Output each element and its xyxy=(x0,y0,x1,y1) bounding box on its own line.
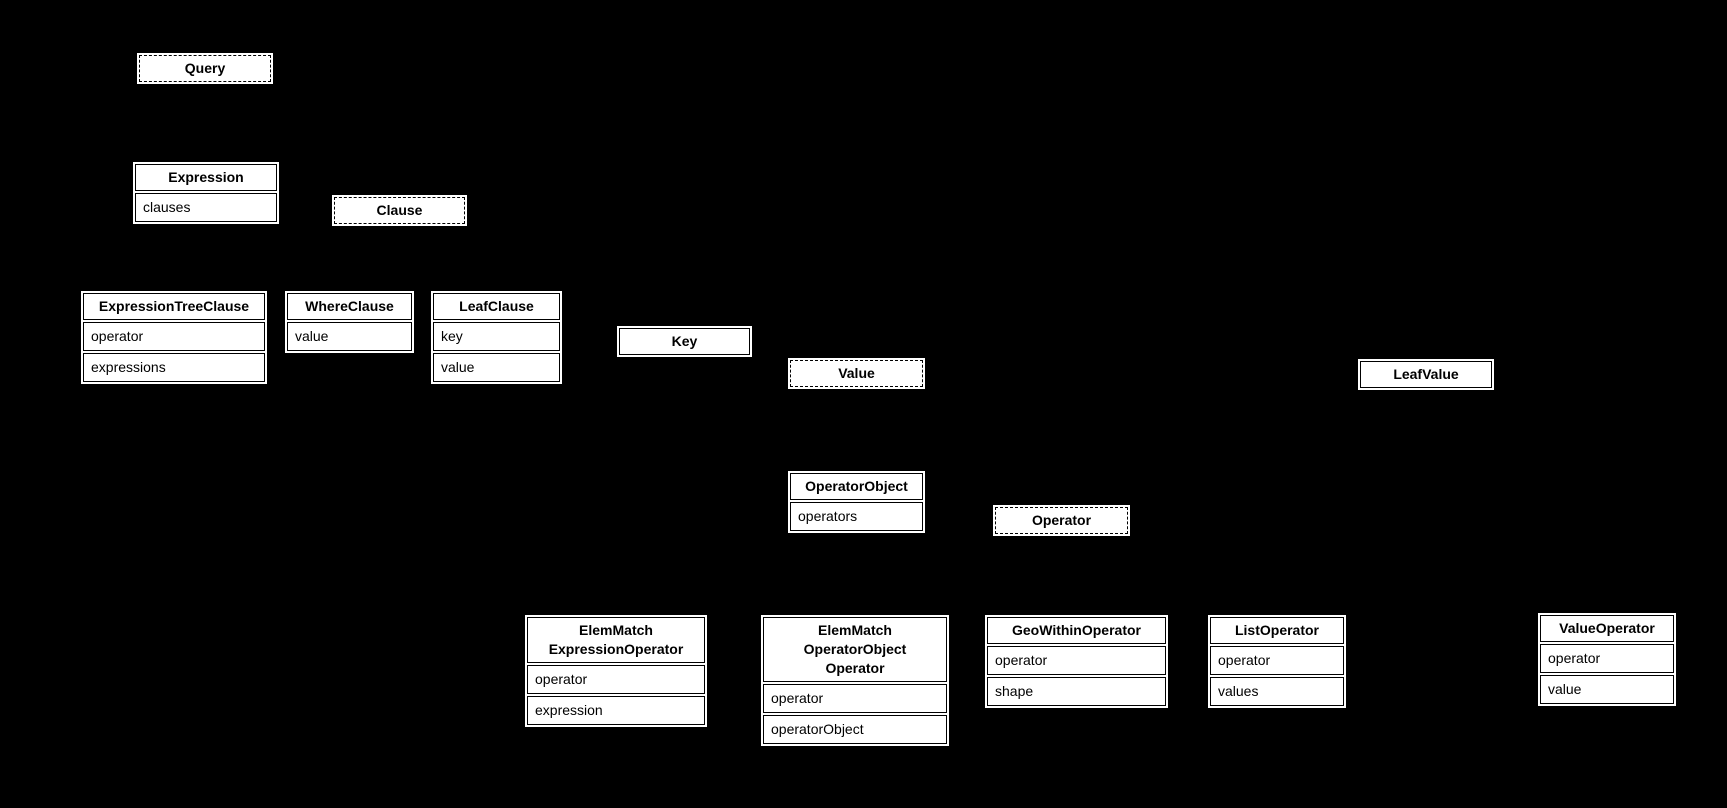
class-title-line: ElemMatch xyxy=(579,622,653,638)
class-attribute-row: operator xyxy=(763,684,947,713)
class-attribute-row: operator xyxy=(987,646,1166,675)
class-attribute-row: operators xyxy=(790,502,923,531)
class-attribute-row: operator xyxy=(1210,646,1344,675)
class-title-line: Query xyxy=(184,60,226,76)
class-title-line: Expression xyxy=(168,169,244,185)
class-box-leaf-value: LeafValue xyxy=(1358,359,1494,390)
class-box-query: Query xyxy=(137,53,273,84)
class-title-where-clause: WhereClause xyxy=(287,293,412,320)
class-title-line: LeafValue xyxy=(1393,366,1459,382)
class-title-leaf-value: LeafValue xyxy=(1360,361,1492,388)
class-attribute-row: values xyxy=(1210,677,1344,706)
class-title-line: GeoWithinOperator xyxy=(1012,622,1141,638)
class-title-line: Operator xyxy=(825,660,885,676)
class-title-line: ValueOperator xyxy=(1559,620,1655,636)
class-title-operator: Operator xyxy=(995,507,1128,534)
class-title-operator-object: OperatorObject xyxy=(790,473,923,500)
class-box-where-clause: WhereClause value xyxy=(285,291,414,353)
class-title-line: ElemMatch xyxy=(818,622,892,638)
class-attribute-row: expressions xyxy=(83,353,265,382)
class-title-line: OperatorObject xyxy=(805,478,908,494)
class-box-key: Key xyxy=(617,326,752,357)
class-attribute-row: operator xyxy=(527,665,705,694)
class-title-line: ExpressionOperator xyxy=(548,641,684,657)
class-box-clause: Clause xyxy=(332,195,467,226)
class-title-value-operator: ValueOperator xyxy=(1540,615,1674,642)
class-title-line: Clause xyxy=(376,202,423,218)
class-title-line: ListOperator xyxy=(1234,622,1319,638)
class-attribute-row: key xyxy=(433,322,560,351)
class-attribute-row: expression xyxy=(527,696,705,725)
class-attribute-row: value xyxy=(1540,675,1674,704)
class-title-geo-within-operator: GeoWithinOperator xyxy=(987,617,1166,644)
class-title-value: Value xyxy=(790,360,923,387)
class-title-line: Key xyxy=(671,333,698,349)
class-title-line: OperatorObject xyxy=(803,641,907,657)
class-title-clause: Clause xyxy=(334,197,465,224)
class-attribute-row: clauses xyxy=(135,193,277,222)
class-title-key: Key xyxy=(619,328,750,355)
class-title-line: ExpressionTreeClause xyxy=(98,298,250,314)
class-title-list-operator: ListOperator xyxy=(1210,617,1344,644)
class-title-leaf-clause: LeafClause xyxy=(433,293,560,320)
class-attribute-row: value xyxy=(287,322,412,351)
class-title-expression: Expression xyxy=(135,164,277,191)
class-attribute-row: operator xyxy=(83,322,265,351)
class-title-line: WhereClause xyxy=(305,298,394,314)
class-attribute-row: operator xyxy=(1540,644,1674,673)
class-box-value: Value xyxy=(788,358,925,389)
class-box-operator-object: OperatorObject operators xyxy=(788,471,925,533)
class-attribute-row: shape xyxy=(987,677,1166,706)
class-box-operator: Operator xyxy=(993,505,1130,536)
class-title-query: Query xyxy=(139,55,271,82)
class-box-expression: Expression clauses xyxy=(133,162,279,224)
class-attribute-row: operatorObject xyxy=(763,715,947,744)
class-title-line: Value xyxy=(838,365,875,381)
class-title-line: LeafClause xyxy=(459,298,534,314)
class-attribute-row: value xyxy=(433,353,560,382)
class-title-expression-tree-clause: ExpressionTreeClause xyxy=(83,293,265,320)
class-title-line: Operator xyxy=(1031,512,1092,528)
